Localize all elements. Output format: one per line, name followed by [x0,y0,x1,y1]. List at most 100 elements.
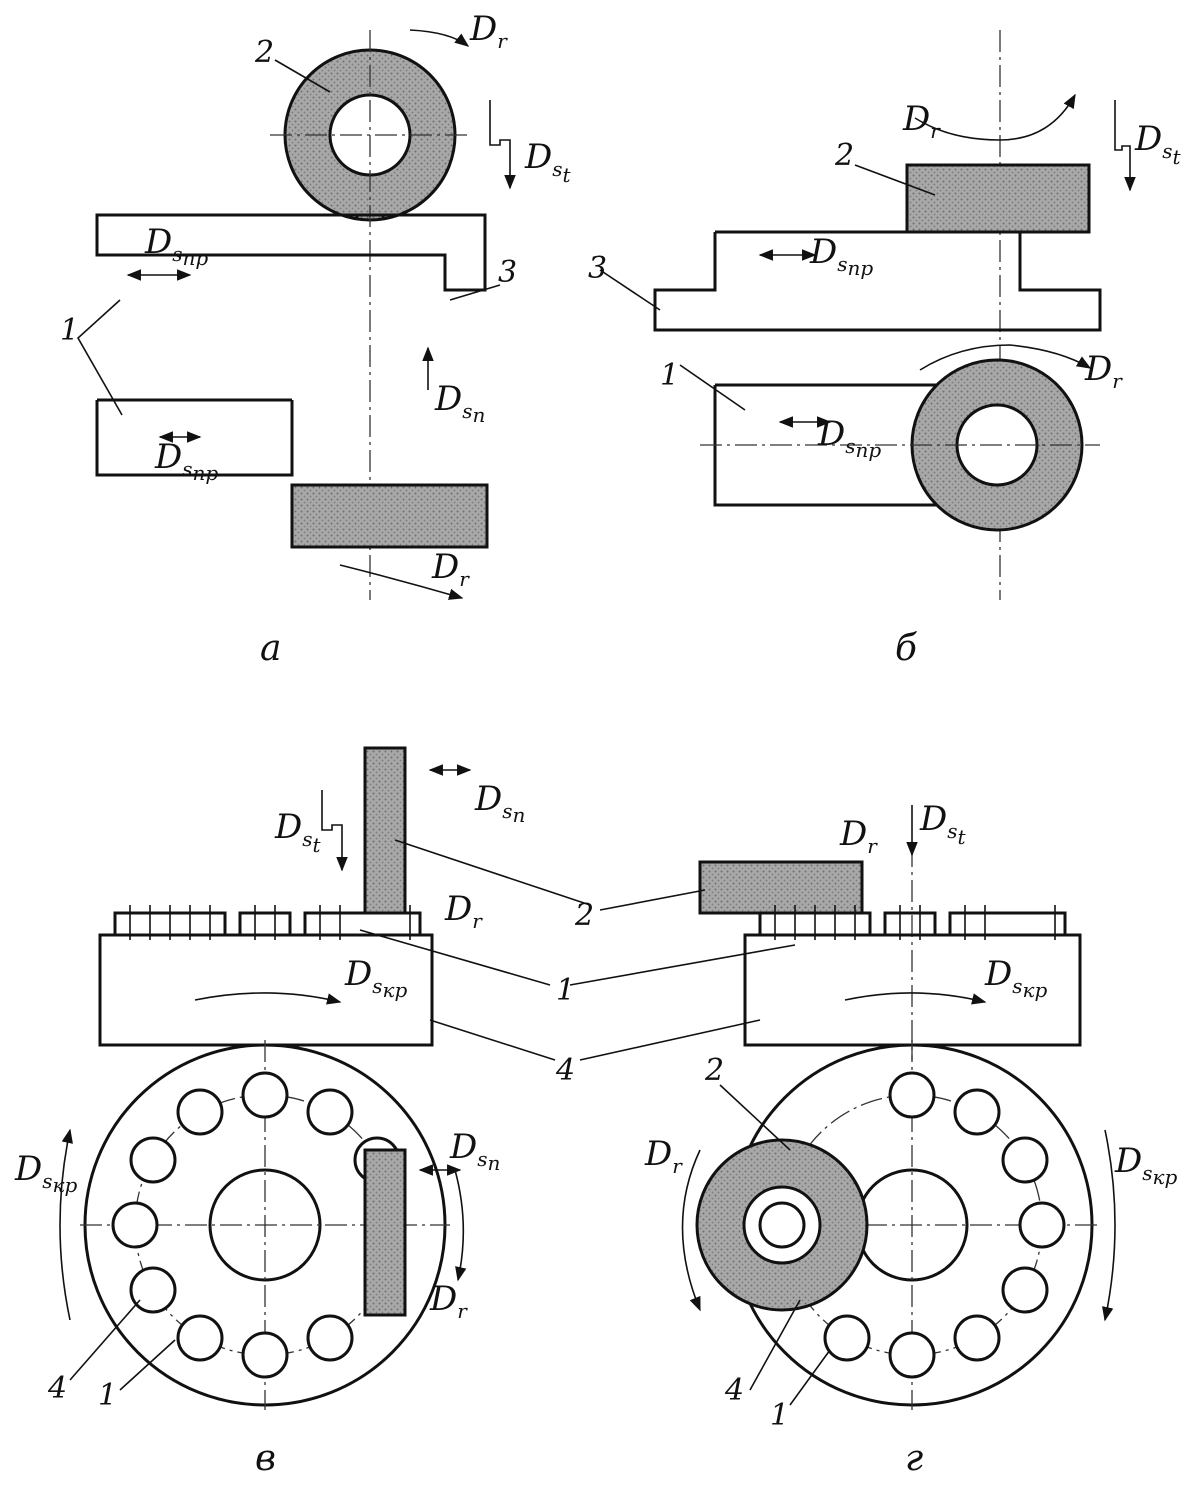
label-dr-g2-sub: r [672,1154,683,1178]
label-1-v: 1 [98,1378,117,1413]
label-dskr-v1-kr: кр [383,978,408,1002]
label-2-a: 2 [254,35,274,70]
grinding-wheel-a-bottom [290,483,489,549]
svg-text:Dr: Dr [644,1134,683,1178]
label-dst-v-s: s [302,827,312,851]
label-dr-b2-sub: r [1112,369,1123,393]
label-dsp-a: D [434,379,462,419]
caption-b: б [895,628,918,669]
label-dr-a2-sub: r [459,567,470,591]
svg-text:Dr: Dr [431,547,470,591]
workpiece-b-upper [653,232,1102,332]
svg-text:Dsпр: Dsпр [154,437,218,485]
label-3-b: 3 [588,251,607,286]
caption-a: а [260,628,281,669]
label-2-mid: 2 [574,898,594,933]
svg-text:Dst: Dst [1134,119,1182,169]
label-1-b: 1 [660,358,679,393]
scheme-b: Dr Dst Dsпр Dr Dsпр 2 3 1 б [588,30,1182,669]
label-dsp-v2-p: п [488,1151,501,1175]
label-dsp-v1: D [474,779,502,819]
label-4-mid: 4 [555,1053,575,1088]
svg-text:Dsп: Dsп [474,779,525,827]
label-1-g: 1 [770,1398,789,1433]
svg-text:Dsкр: Dsкр [1114,1141,1177,1189]
label-dr-v1: D [444,889,472,929]
svg-text:Dst: Dst [919,799,967,849]
label-dsp-a-s: s [462,399,472,423]
label-4-v: 4 [47,1371,67,1406]
scheme-g-side: Dr Dst Dsкр [698,799,1082,1060]
grinding-wheel-g-side [698,860,864,915]
label-dst-a: D [524,137,552,177]
label-dspr-b2-pr: пр [856,438,882,462]
svg-text:Dr: Dr [429,1279,468,1323]
label-dskr-v1-s: s [372,974,382,998]
scheme-g-plan: Dr Dsкр 2 4 1 г [644,1040,1177,1479]
label-dr-v1-sub: r [472,909,483,933]
label-dr-v2: D [429,1279,457,1319]
label-dst-g: D [919,799,947,839]
label-dr-a2: D [431,547,459,587]
svg-text:Dr: Dr [469,9,508,53]
svg-text:Dsпр: Dsпр [144,222,208,270]
label-dspr-b2-s: s [845,434,855,458]
label-4-g: 4 [724,1373,744,1408]
label-dskr-g1: D [984,954,1012,994]
label-dsp-v2-s: s [477,1147,487,1171]
label-dr-a1: D [469,9,497,49]
label-dspr-b1-pr: пр [848,256,874,280]
label-dst-a-s: s [552,157,562,181]
grinding-wheel-b-top [905,163,1091,234]
label-dst-a-t: t [563,163,572,187]
scheme-v-plan: Dsкр Dsп Dr 4 1 в [14,1040,500,1479]
svg-text:Dsп: Dsп [434,379,485,427]
svg-text:Dsкр: Dsкр [344,954,407,1002]
label-dspr-a2-s: s [182,457,192,481]
label-dr-g1-sub: r [867,834,878,858]
svg-text:Dst: Dst [524,137,572,187]
svg-text:Dsкр: Dsкр [984,954,1047,1002]
label-dsp-v1-p: п [513,803,526,827]
label-dspr-a1-pr: пр [183,246,209,270]
label-3-a: 3 [498,255,517,290]
label-dspr-a2: D [154,437,182,477]
scheme-a: Dr Dst Dsпр Dsп Dsпр Dr 2 1 3 а [60,9,572,669]
svg-text:Dr: Dr [444,889,483,933]
label-dskr-v2-kr: кр [53,1173,78,1197]
workpiece-a-lower [95,400,294,477]
label-dspr-a2-pr: пр [193,461,219,485]
svg-text:Dr: Dr [902,99,941,143]
label-2-g: 2 [704,1053,724,1088]
label-dspr-a1: D [144,222,172,262]
label-dr-v2-sub: r [457,1299,468,1323]
label-dspr-b1: D [809,232,837,272]
label-dsp-v1-s: s [502,799,512,823]
label-dst-b-s: s [1162,139,1172,163]
fixture-g [743,933,1082,1047]
label-dsp-v2: D [449,1127,477,1167]
label-dspr-b1-s: s [837,252,847,276]
label-dskr-g2: D [1114,1141,1142,1181]
label-dr-b2: D [1084,349,1112,389]
svg-text:Dst: Dst [274,807,322,857]
label-dr-g2: D [644,1134,672,1174]
label-dst-g-t: t [958,825,967,849]
label-dst-b-t: t [1173,145,1182,169]
caption-g: г [905,1438,923,1479]
svg-text:Dsпр: Dsпр [809,232,873,280]
label-dr-a1-sub: r [497,29,508,53]
label-dst-b: D [1134,119,1162,159]
grinding-wheel-v-side [363,746,407,915]
label-dr-b1: D [902,99,930,139]
label-dskr-g2-s: s [1142,1161,1152,1185]
label-dr-b1-sub: r [930,119,941,143]
caption-v: в [255,1438,276,1479]
grinding-wheel-v-plan [363,1148,407,1317]
label-1-mid: 1 [556,973,575,1008]
svg-text:Dsпр: Dsпр [817,414,881,462]
label-dskr-v2-s: s [42,1169,52,1193]
svg-text:Dr: Dr [1084,349,1123,393]
middle-leaders: 2 1 4 [359,839,796,1088]
label-dspr-a1-s: s [172,242,182,266]
